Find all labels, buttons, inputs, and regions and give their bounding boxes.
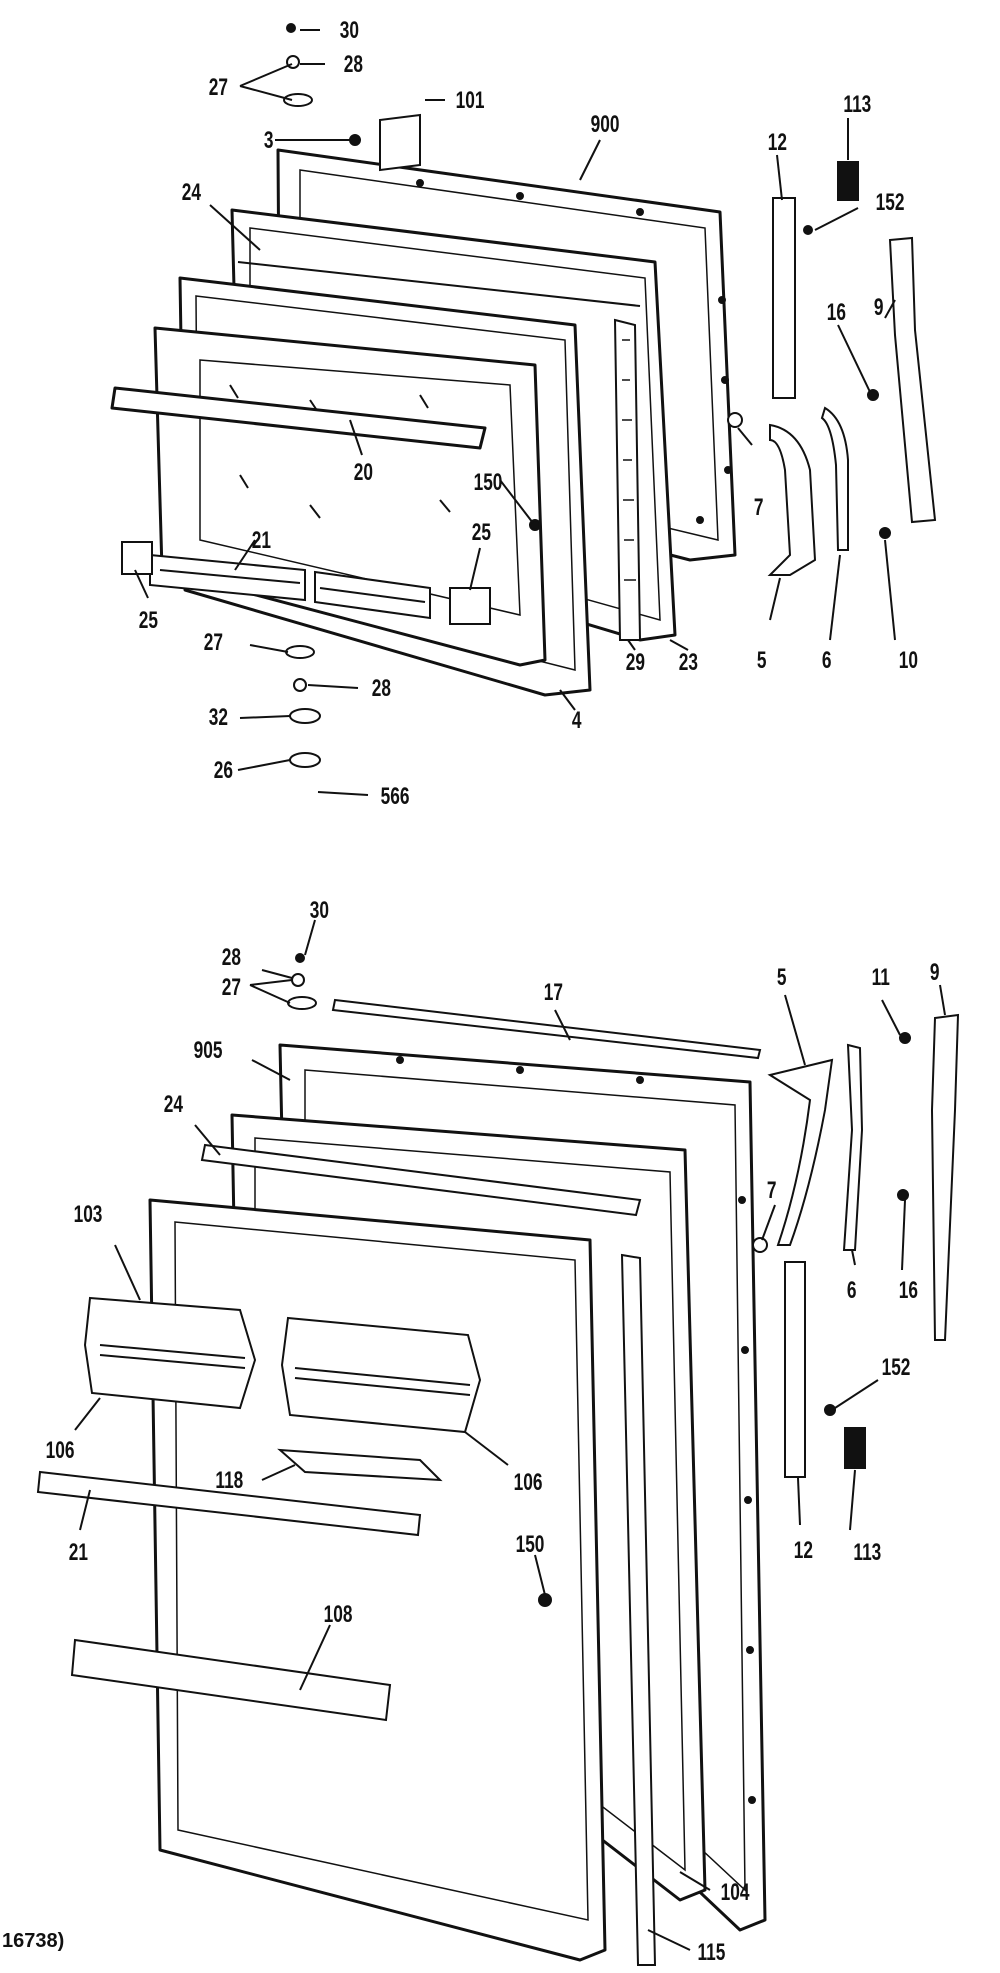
bottom-part-labels: 30 28 27 17 5 11 9 905 24 7 103 6 16 106… [46, 897, 940, 1965]
label-bottom-103: 103 [74, 1201, 103, 1227]
label-top-101: 101 [456, 87, 485, 113]
label-bottom-12: 12 [794, 1537, 813, 1563]
label-bottom-905: 905 [194, 1037, 223, 1063]
label-top-7: 7 [754, 494, 764, 520]
label-top-29: 29 [626, 649, 645, 675]
part-21-shelf-bar [149, 553, 431, 620]
label-bottom-108: 108 [324, 1601, 353, 1627]
label-top-152: 152 [876, 189, 905, 215]
label-bottom-9: 9 [930, 959, 940, 985]
part-29-strip [613, 318, 642, 641]
label-top-24: 24 [182, 179, 202, 205]
label-bottom-16: 16 [899, 1277, 918, 1303]
label-top-5: 5 [757, 647, 767, 673]
label-top-21: 21 [252, 527, 272, 553]
label-top-27: 27 [209, 74, 228, 100]
label-bottom-28: 28 [222, 944, 241, 970]
label-bottom-152: 152 [882, 1354, 911, 1380]
label-bottom-118: 118 [215, 1467, 243, 1493]
label-top-30: 30 [340, 17, 359, 43]
label-top-9: 9 [874, 294, 884, 320]
bottom-door-assembly [36, 919, 960, 1966]
label-top-6: 6 [822, 647, 832, 673]
label-top-25-right: 25 [472, 519, 492, 545]
label-top-4: 4 [572, 707, 582, 733]
label-bottom-7: 7 [767, 1177, 777, 1203]
label-bottom-17: 17 [544, 979, 563, 1005]
part-103-inner-liner [148, 1198, 607, 1962]
label-bottom-106-right: 106 [514, 1469, 543, 1495]
label-top-32: 32 [209, 704, 228, 730]
label-top-150: 150 [474, 469, 503, 495]
label-bottom-27: 27 [222, 974, 241, 1000]
label-top-900: 900 [591, 111, 620, 137]
label-bottom-150: 150 [516, 1531, 545, 1557]
label-bottom-113: 113 [853, 1539, 881, 1565]
label-bottom-21: 21 [69, 1539, 89, 1565]
label-top-27-lower: 27 [204, 629, 223, 655]
label-top-23: 23 [679, 649, 698, 675]
label-top-566: 566 [381, 783, 410, 809]
label-top-113: 113 [843, 91, 871, 117]
label-bottom-30: 30 [310, 897, 329, 923]
top-door-assembly [110, 23, 937, 796]
label-top-16: 16 [827, 299, 846, 325]
label-bottom-5: 5 [777, 964, 787, 990]
label-bottom-115: 115 [697, 1939, 725, 1965]
label-top-3: 3 [264, 127, 274, 153]
label-top-26: 26 [214, 757, 233, 783]
label-bottom-106-left: 106 [46, 1437, 75, 1463]
label-bottom-11: 11 [872, 964, 891, 990]
label-bottom-6: 6 [847, 1277, 857, 1303]
label-top-28-lower: 28 [372, 675, 391, 701]
label-top-25-left: 25 [139, 607, 159, 633]
label-top-20: 20 [354, 459, 373, 485]
top-part-labels: 30 28 27 101 3 900 113 12 152 24 16 9 7 … [139, 17, 918, 809]
label-bottom-24: 24 [164, 1091, 184, 1117]
document-code: 16738) [2, 1930, 65, 1952]
part-24-top-rail [110, 386, 487, 450]
label-top-10: 10 [899, 647, 918, 673]
label-top-12: 12 [768, 129, 787, 155]
label-top-28: 28 [344, 51, 363, 77]
label-bottom-104: 104 [721, 1879, 750, 1905]
